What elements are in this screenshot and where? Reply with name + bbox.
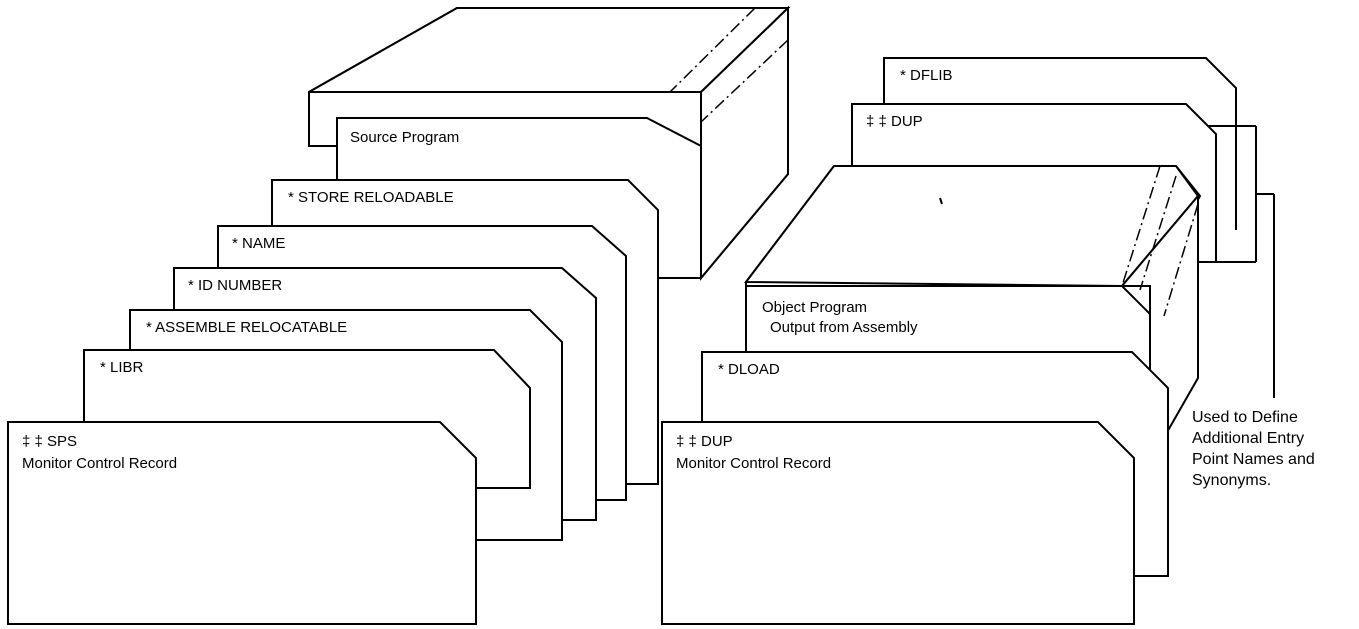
dload-label: * DLOAD [718,361,780,378]
output-from-assembly-label: Output from Assembly [770,319,918,336]
source-program-deck: Source Program [308,5,791,281]
annotation-line-2: Additional Entry [1192,430,1304,447]
object-program-label: Object Program [762,299,867,316]
sps-monitor-control-label: Monitor Control Record [22,455,177,472]
dup-front-card: ‡ ‡ DUP Monitor Control Record [661,421,1135,625]
annotation-line-3: Point Names and [1192,451,1315,468]
sps-card: ‡ ‡ SPS Monitor Control Record [7,421,477,625]
source-program-label: Source Program [350,129,459,146]
dflib-label: * DFLIB [900,67,953,84]
dup-monitor-control-label: Monitor Control Record [676,455,831,472]
annotation-bracket [1216,125,1275,398]
name-label: * NAME [232,235,285,252]
dup-top-label: ‡ ‡ DUP [866,113,923,130]
dup-front-label: ‡ ‡ DUP [676,433,733,450]
libr-label: * LIBR [100,359,144,376]
annotation-line-1: Used to Define [1192,409,1298,426]
id-number-label: * ID NUMBER [188,277,282,294]
annotation-text: Used to Define Additional Entry Point Na… [1192,409,1315,489]
assemble-relocatable-label: * ASSEMBLE RELOCATABLE [146,319,347,336]
store-reloadable-label: * STORE RELOADABLE [288,189,454,206]
annotation-line-4: Synonyms. [1192,472,1271,489]
sps-label: ‡ ‡ SPS [22,433,77,450]
